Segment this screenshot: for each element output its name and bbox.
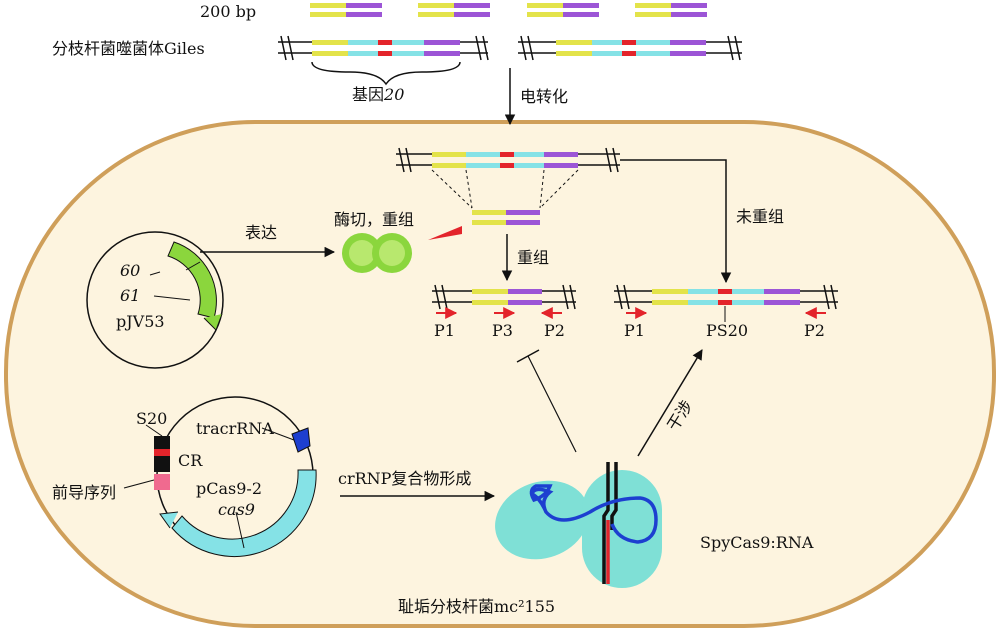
plasmid-pcas9	[123, 396, 317, 557]
recombinase-enzyme	[342, 233, 412, 273]
unrecombined-genome	[614, 284, 838, 322]
label-pjv53: pJV53	[116, 312, 165, 331]
no-recombination-arrow	[620, 159, 732, 284]
cas9-complex	[495, 462, 662, 588]
label-cr: CR	[178, 451, 203, 470]
interference-arrow	[637, 349, 703, 457]
phage-dna-intracellular	[396, 147, 620, 209]
host-cell	[4, 120, 996, 628]
donor-fragment	[472, 210, 540, 225]
fragment-4	[635, 3, 707, 17]
label-no-recombination: 未重组	[736, 207, 784, 226]
cut-wedge	[428, 226, 462, 240]
fragments-200bp	[310, 3, 707, 17]
label-cas9: cas9	[218, 500, 255, 519]
label-p1b: P1	[624, 321, 645, 340]
label-p1: P1	[434, 321, 455, 340]
label-expression: 表达	[245, 223, 277, 242]
label-tracrrna: tracrRNA	[196, 419, 274, 438]
phage-genome-left	[278, 35, 489, 86]
gene20-bracket	[311, 61, 461, 86]
fragment-3	[527, 3, 599, 17]
label-spycas: SpyCas9:RNA	[700, 533, 814, 552]
label-gene61: 61	[120, 286, 140, 305]
label-host: 耻垢分枝杆菌mc²155	[398, 597, 555, 616]
label-electroporation: 电转化	[520, 87, 568, 106]
fragment-2	[418, 3, 490, 17]
label-recombination: 重组	[517, 248, 549, 267]
label-leader: 前导序列	[52, 483, 116, 502]
label-crrnp: crRNP复合物形成	[338, 469, 471, 488]
inhibition-line	[516, 349, 577, 453]
label-p2: P2	[544, 321, 565, 340]
label-p3: P3	[492, 321, 513, 340]
label-s20: S20	[136, 409, 167, 428]
recombined-genome	[432, 284, 576, 310]
label-200bp: 200 bp	[200, 2, 256, 21]
label-pcas: pCas9-2	[196, 479, 262, 498]
label-p2b: P2	[804, 321, 825, 340]
label-gene20: 基因20	[352, 85, 404, 104]
fragment-1	[310, 3, 382, 17]
label-cut-recomb: 酶切，重组	[334, 210, 414, 229]
label-gene60: 60	[120, 261, 140, 280]
label-phage: 分枝杆菌噬菌体Giles	[52, 39, 205, 58]
label-ps20: PS20	[706, 321, 748, 340]
plasmid-pjv53	[86, 231, 224, 369]
phage-genome-right	[518, 35, 742, 61]
